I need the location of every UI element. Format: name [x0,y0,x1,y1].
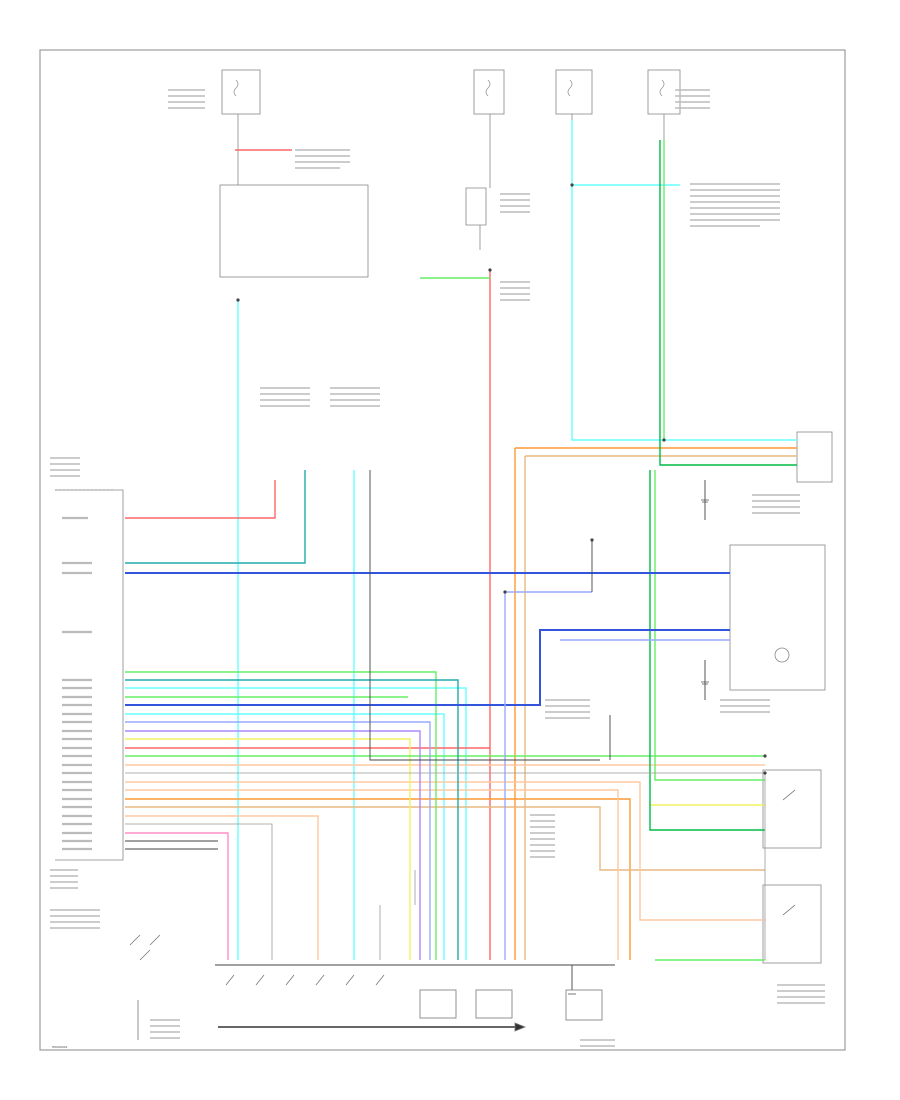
output-speed-sensor [796,431,833,483]
module-pin-labels [62,516,92,851]
fuse-box-3 [555,69,593,115]
right-side-components [729,431,833,964]
front-axle-sensor [419,989,457,1019]
fuse-box-2 [473,69,505,115]
brake-switch-symbol [465,187,487,226]
cyan-wires [125,120,797,960]
transfer-case-switch [565,989,603,1021]
light-blue-wires [125,591,730,960]
fuse-box-1 [221,69,261,115]
transfer-case-shift-motor [729,544,826,691]
dark-green-wires [649,140,797,831]
pink-wires [125,832,229,960]
page-reference: H0000001 [52,1045,68,1049]
tan-wires [125,455,797,960]
power-distribution-section [219,69,681,278]
teal-wires [125,470,459,960]
splice-points [236,183,767,775]
blue-wires [125,572,730,706]
diagram-border [39,49,846,1051]
relay-upper [762,769,822,849]
relay-lower [762,884,822,964]
black-wires [125,470,706,990]
control-relay [219,184,369,278]
illegible-labels [50,89,825,1047]
rear-axle-sensor [475,989,513,1019]
fuse-symbols [233,79,665,97]
purple-wires [125,730,421,960]
yellow-wires [125,738,765,960]
mode-select-switch [129,934,603,1040]
four-wheel-drive-module [55,489,124,861]
motor-symbol [774,647,790,663]
light-green-wires [125,140,765,961]
red-wires [125,149,491,960]
peach-wires [125,764,765,960]
gray-wires [125,772,766,960]
ground-symbols [568,499,709,995]
module-outline [55,489,124,861]
